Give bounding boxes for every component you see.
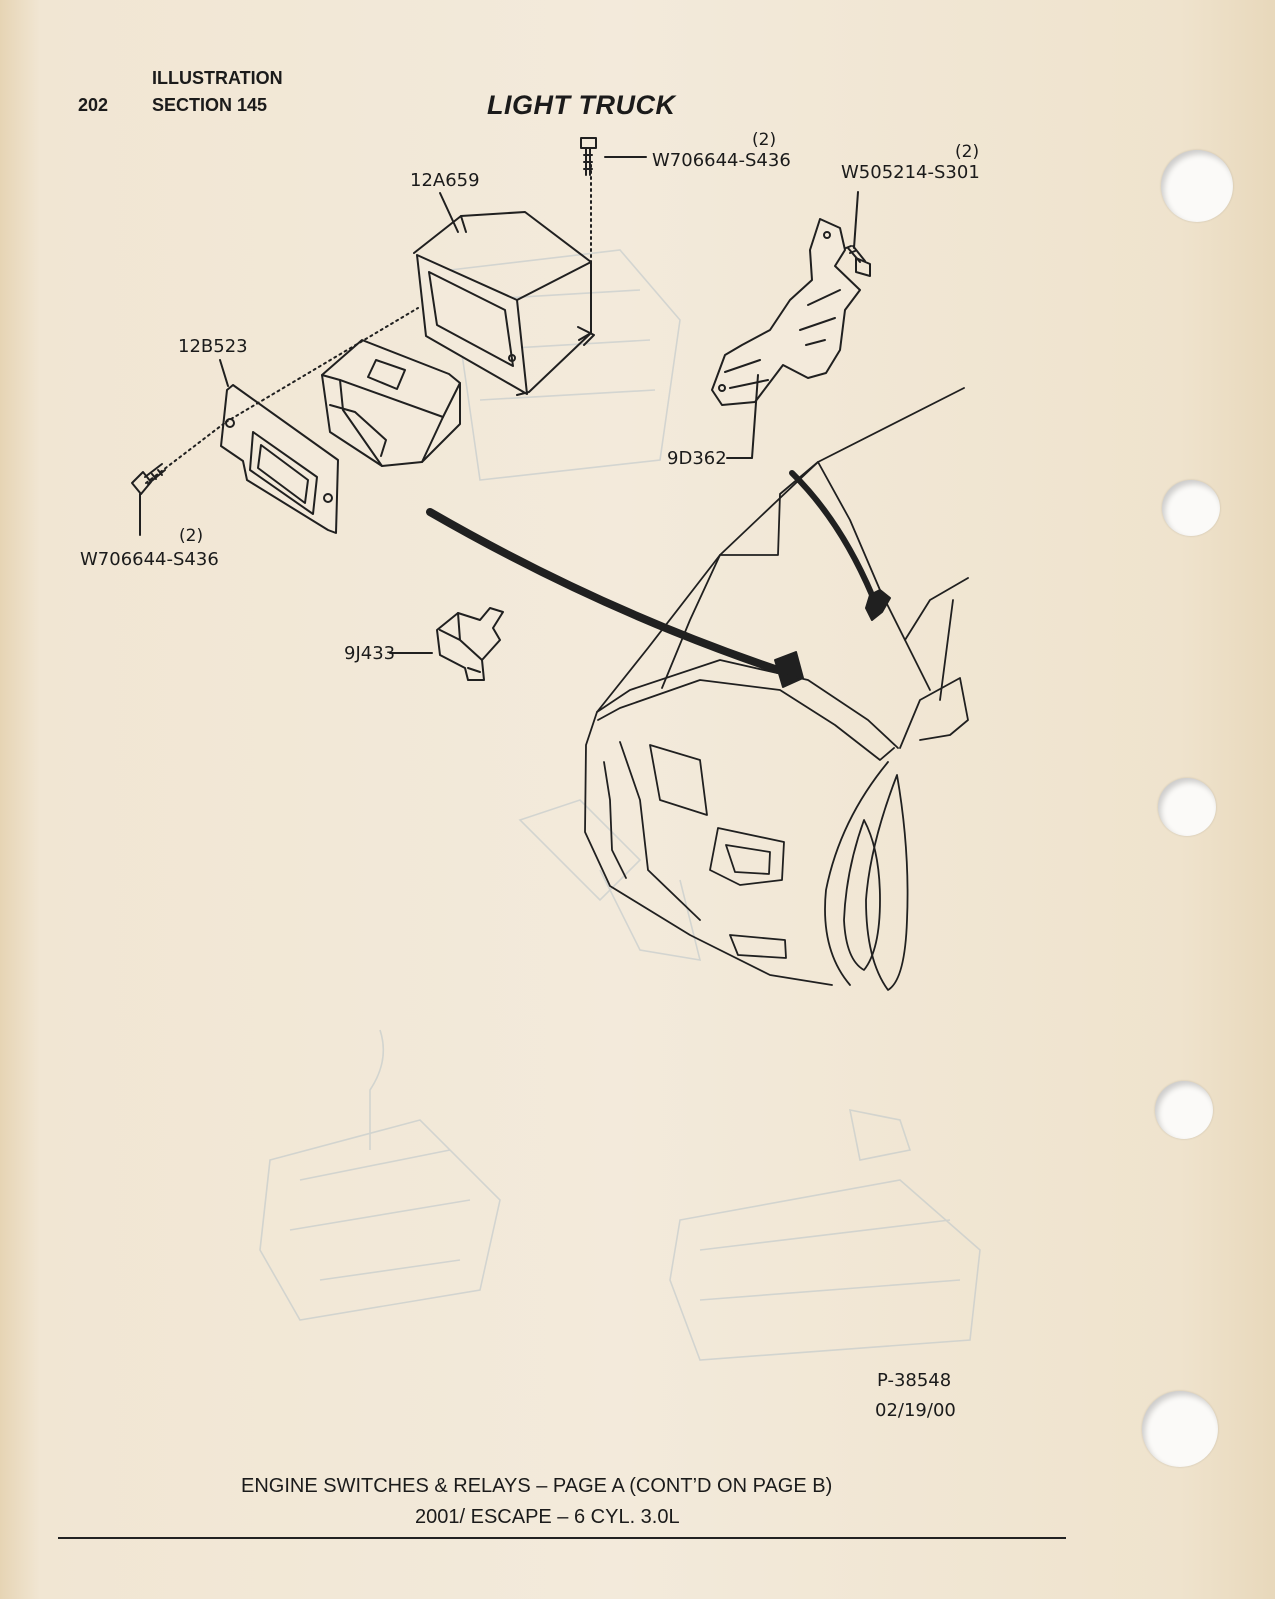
bleed-through-art [259,249,981,1361]
sensor-9J433 [436,607,504,681]
bracket-12B523 [220,384,339,534]
callout-W706644-S436-top: W706644-S436 [652,150,791,171]
qty-screw-left: (2) [179,526,204,546]
footer-line-2: 2001/ ESCAPE – 6 CYL. 3.0L [415,1506,680,1528]
callout-12B523: 12B523 [178,336,248,357]
qty-screw-top: (2) [752,130,777,150]
sensor-bracket-9D362 [711,218,861,406]
control-module [321,339,461,467]
callout-9D362: 9D362 [667,448,727,469]
pointer-band-left [426,508,782,674]
pointer-band-right [789,470,875,598]
vehicle-front [584,387,969,991]
page-number: 202 [78,95,109,115]
binder-hole [1162,480,1220,536]
module-housing-12A659 [413,211,595,396]
figure-number: P-38548 [877,1370,952,1391]
alignment-lines [145,164,592,484]
callout-W505214-S301: W505214-S301 [841,162,980,183]
qty-screw-right: (2) [955,142,980,162]
leader-lines [139,156,859,654]
binder-hole [1161,150,1233,222]
screw-top [580,137,597,176]
page-title: LIGHT TRUCK [487,90,676,120]
figure-date: 02/19/00 [875,1400,956,1421]
illustration-label: ILLUSTRATION [152,68,283,88]
callout-12A659: 12A659 [410,170,480,191]
binder-hole [1155,1081,1213,1139]
callout-9J433: 9J433 [344,643,396,664]
footer-line-1: ENGINE SWITCHES & RELAYS – PAGE A (CONT’… [241,1475,833,1497]
binder-hole [1142,1391,1218,1467]
section-label: SECTION 145 [152,95,268,115]
binder-hole [1158,778,1216,836]
footer-rule [58,1537,1066,1539]
screw-left [131,463,166,495]
callout-W706644-S436-left: W706644-S436 [80,549,219,570]
screw-right [845,245,871,277]
